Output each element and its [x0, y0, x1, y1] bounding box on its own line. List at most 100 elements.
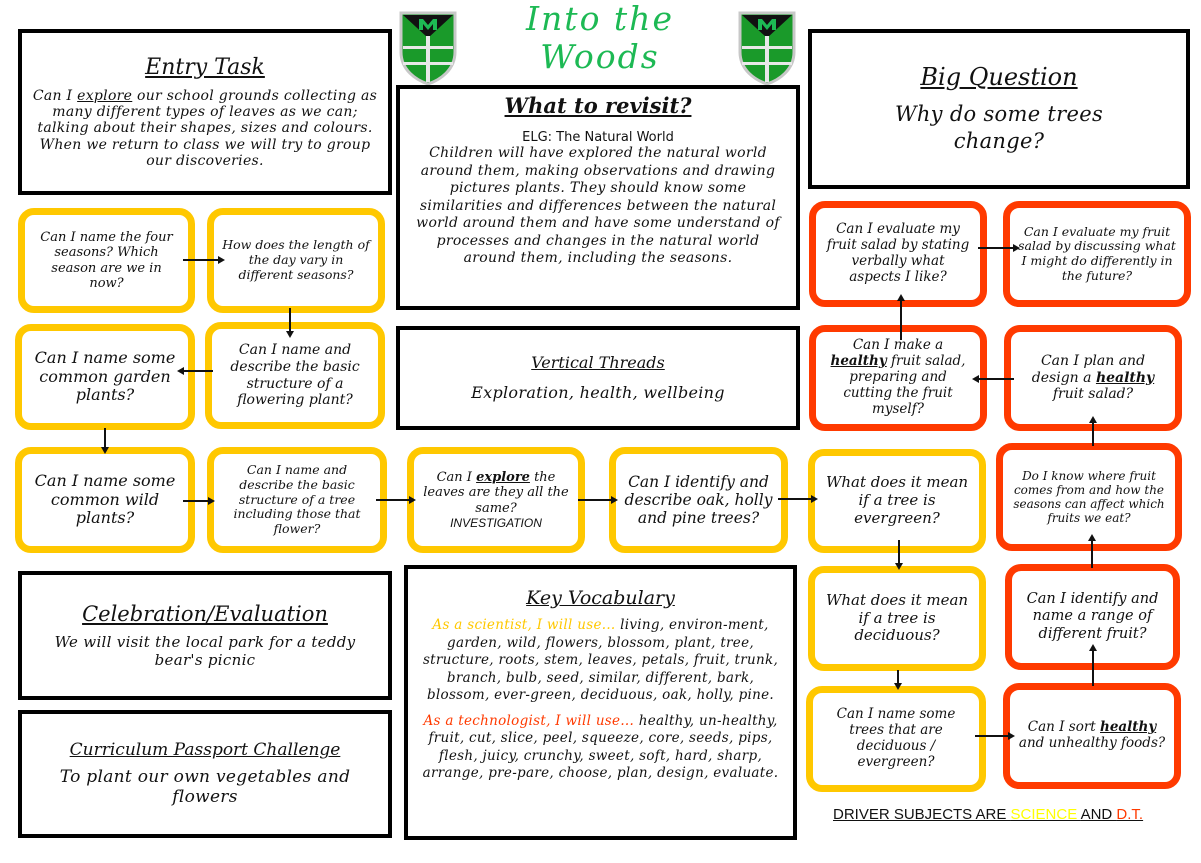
step-text: Can I name some common garden plants? — [34, 347, 176, 405]
title-line-2: Woods — [540, 36, 660, 76]
vertical-threads-text: Exploration, health, wellbeing — [471, 383, 725, 403]
revisit-title: What to revisit? — [504, 93, 692, 118]
step-text: Can I identify and name a range of diffe… — [1026, 591, 1159, 642]
text-part: and unhealthy foods? — [1018, 735, 1166, 751]
flow-arrow-left-icon — [177, 367, 213, 375]
big-question-text: Why do some trees change? — [894, 101, 1104, 153]
science-step-card: Can I identify and describe oak, holly a… — [609, 447, 788, 553]
vocabulary-title: Key Vocabulary — [526, 587, 675, 609]
text-part: Can I — [32, 88, 78, 105]
footer-dt: D.T. — [1116, 806, 1144, 823]
text-part: Can I sort — [1027, 719, 1101, 736]
text-part: fruit salad, preparing and cutting the f… — [843, 353, 966, 417]
step-text: Can I make a healthy fruit salad, prepar… — [824, 337, 972, 418]
flow-arrow-right-icon — [578, 496, 618, 504]
big-question-title: Big Question — [920, 62, 1078, 91]
text-emphasis: explore — [77, 88, 133, 105]
school-crest-icon — [738, 11, 796, 86]
step-text: Can I explore the leaves are they all th… — [422, 470, 570, 516]
step-text: Can I sort healthy and unhealthy foods? — [1018, 719, 1166, 752]
celebration-panel: Celebration/Evaluation We will visit the… — [18, 571, 392, 700]
revisit-panel: What to revisit? ELG: The Natural World … — [396, 85, 800, 310]
dt-step-card: Do I know where fruit comes from and how… — [996, 443, 1182, 551]
technologist-words: healthy, un-healthy, fruit, cut, slice, … — [422, 712, 779, 782]
step-text: Can I plan and design a healthy fruit sa… — [1019, 353, 1167, 403]
title-line-1: Into the — [526, 0, 674, 38]
flow-arrow-right-icon — [183, 256, 225, 264]
step-text: Can I name some common wild plants? — [34, 470, 176, 528]
entry-task-text: Can I explore our school grounds collect… — [32, 88, 378, 168]
dt-step-card: Can I plan and design a healthy fruit sa… — [1004, 325, 1182, 431]
step-text: Can I name and describe the basic struct… — [233, 462, 361, 537]
school-crest-icon — [399, 11, 457, 86]
entry-task-title: Entry Task — [145, 55, 265, 81]
step-text: Can I name the four seasons? Which seaso… — [40, 229, 173, 291]
driver-subjects-footer: DRIVER SUBJECTS ARE SCIENCE AND D.T. — [833, 806, 1173, 823]
flow-arrow-left-icon — [972, 375, 1014, 383]
text-emphasis: healthy — [1100, 719, 1157, 736]
flow-arrow-down-icon — [894, 670, 902, 690]
vocabulary-panel: Key Vocabulary As a scientist, I will us… — [404, 565, 797, 840]
flow-arrow-up-icon — [1089, 644, 1097, 686]
step-text: Can I name some trees that are deciduous… — [836, 706, 956, 770]
investigation-tag: INVESTIGATION — [450, 515, 542, 530]
flow-arrow-down-icon — [101, 428, 109, 454]
science-step-card: Can I explore the leaves are they all th… — [407, 447, 585, 553]
dt-step-card: Can I sort healthy and unhealthy foods? — [1003, 683, 1181, 789]
flow-arrow-down-icon — [895, 540, 903, 570]
step-text: Do I know where fruit comes from and how… — [1013, 468, 1165, 526]
page-title: Into the Woods — [470, 0, 730, 76]
flow-arrow-up-icon — [1088, 534, 1096, 568]
passport-text: To plant our own vegetables and flowers — [59, 767, 351, 807]
vertical-threads-title: Vertical Threads — [531, 353, 665, 373]
footer-science: SCIENCE — [1010, 806, 1081, 823]
science-step-card: Can I name and describe the basic struct… — [207, 447, 387, 553]
passport-panel: Curriculum Passport Challenge To plant o… — [18, 710, 392, 838]
science-step-card: What does it mean if a tree is evergreen… — [808, 449, 986, 553]
science-step-card: What does it mean if a tree is deciduous… — [808, 566, 986, 671]
flow-arrow-right-icon — [978, 244, 1020, 252]
text-part: Can I make a — [852, 337, 944, 354]
text-emphasis: healthy — [1095, 369, 1155, 386]
science-step-card: Can I name some trees that are deciduous… — [806, 686, 986, 792]
text-part: the leaves are they all the same? — [423, 469, 569, 516]
dt-step-card: Can I evaluate my fruit salad by discuss… — [1003, 201, 1191, 307]
science-step-card: Can I name the four seasons? Which seaso… — [18, 208, 195, 313]
text-emphasis: explore — [476, 469, 530, 485]
celebration-text: We will visit the local park for a teddy… — [54, 633, 356, 669]
vocabulary-technologist: As a technologist, I will use... healthy… — [418, 713, 783, 783]
vertical-threads-panel: Vertical Threads Exploration, health, we… — [396, 326, 800, 430]
dt-step-card: Can I make a healthy fruit salad, prepar… — [809, 325, 987, 431]
flow-arrow-right-icon — [778, 495, 818, 503]
flow-arrow-up-icon — [1089, 416, 1097, 446]
text-emphasis: healthy — [830, 353, 887, 370]
science-step-card: Can I name some common garden plants? — [15, 324, 195, 430]
text-part: Can I — [436, 469, 477, 485]
entry-task-panel: Entry Task Can I explore our school grou… — [18, 29, 392, 195]
science-step-card: Can I name some common wild plants? — [15, 447, 195, 553]
footer-and: AND — [1080, 806, 1117, 823]
step-text: What does it mean if a tree is evergreen… — [825, 473, 969, 527]
step-text: Can I evaluate my fruit salad by discuss… — [1018, 223, 1176, 283]
text-part: Can I plan and design a — [1031, 353, 1146, 386]
vocabulary-scientist: As a scientist, I will use... living, en… — [418, 617, 783, 705]
science-step-card: Can I name and describe the basic struct… — [205, 322, 385, 429]
text-part: our school grounds collecting as many di… — [37, 88, 378, 169]
footer-prefix: DRIVER SUBJECTS ARE — [833, 806, 1011, 823]
flow-arrow-right-icon — [975, 732, 1015, 740]
revisit-text: Children will have explored the natural … — [416, 145, 780, 266]
big-question-panel: Big Question Why do some trees change? — [808, 29, 1190, 189]
technologist-label: As a technologist, I will use... — [423, 712, 635, 729]
revisit-subtitle: ELG: The Natural World — [522, 130, 674, 145]
passport-title: Curriculum Passport Challenge — [69, 740, 341, 761]
step-text: Can I name and describe the basic struct… — [230, 342, 360, 409]
scientist-words: living, environ-ment, garden, wild, flow… — [422, 617, 779, 704]
flow-arrow-right-icon — [376, 496, 416, 504]
celebration-title: Celebration/Evaluation — [82, 602, 328, 627]
dt-step-card: Can I evaluate my fruit salad by stating… — [809, 201, 987, 307]
science-step-card: How does the length of the day vary in d… — [207, 208, 385, 313]
flow-arrow-up-icon — [897, 294, 905, 340]
flow-arrow-down-icon — [286, 308, 294, 338]
step-text: How does the length of the day vary in d… — [222, 237, 370, 282]
scientist-label: As a scientist, I will use... — [432, 617, 616, 633]
